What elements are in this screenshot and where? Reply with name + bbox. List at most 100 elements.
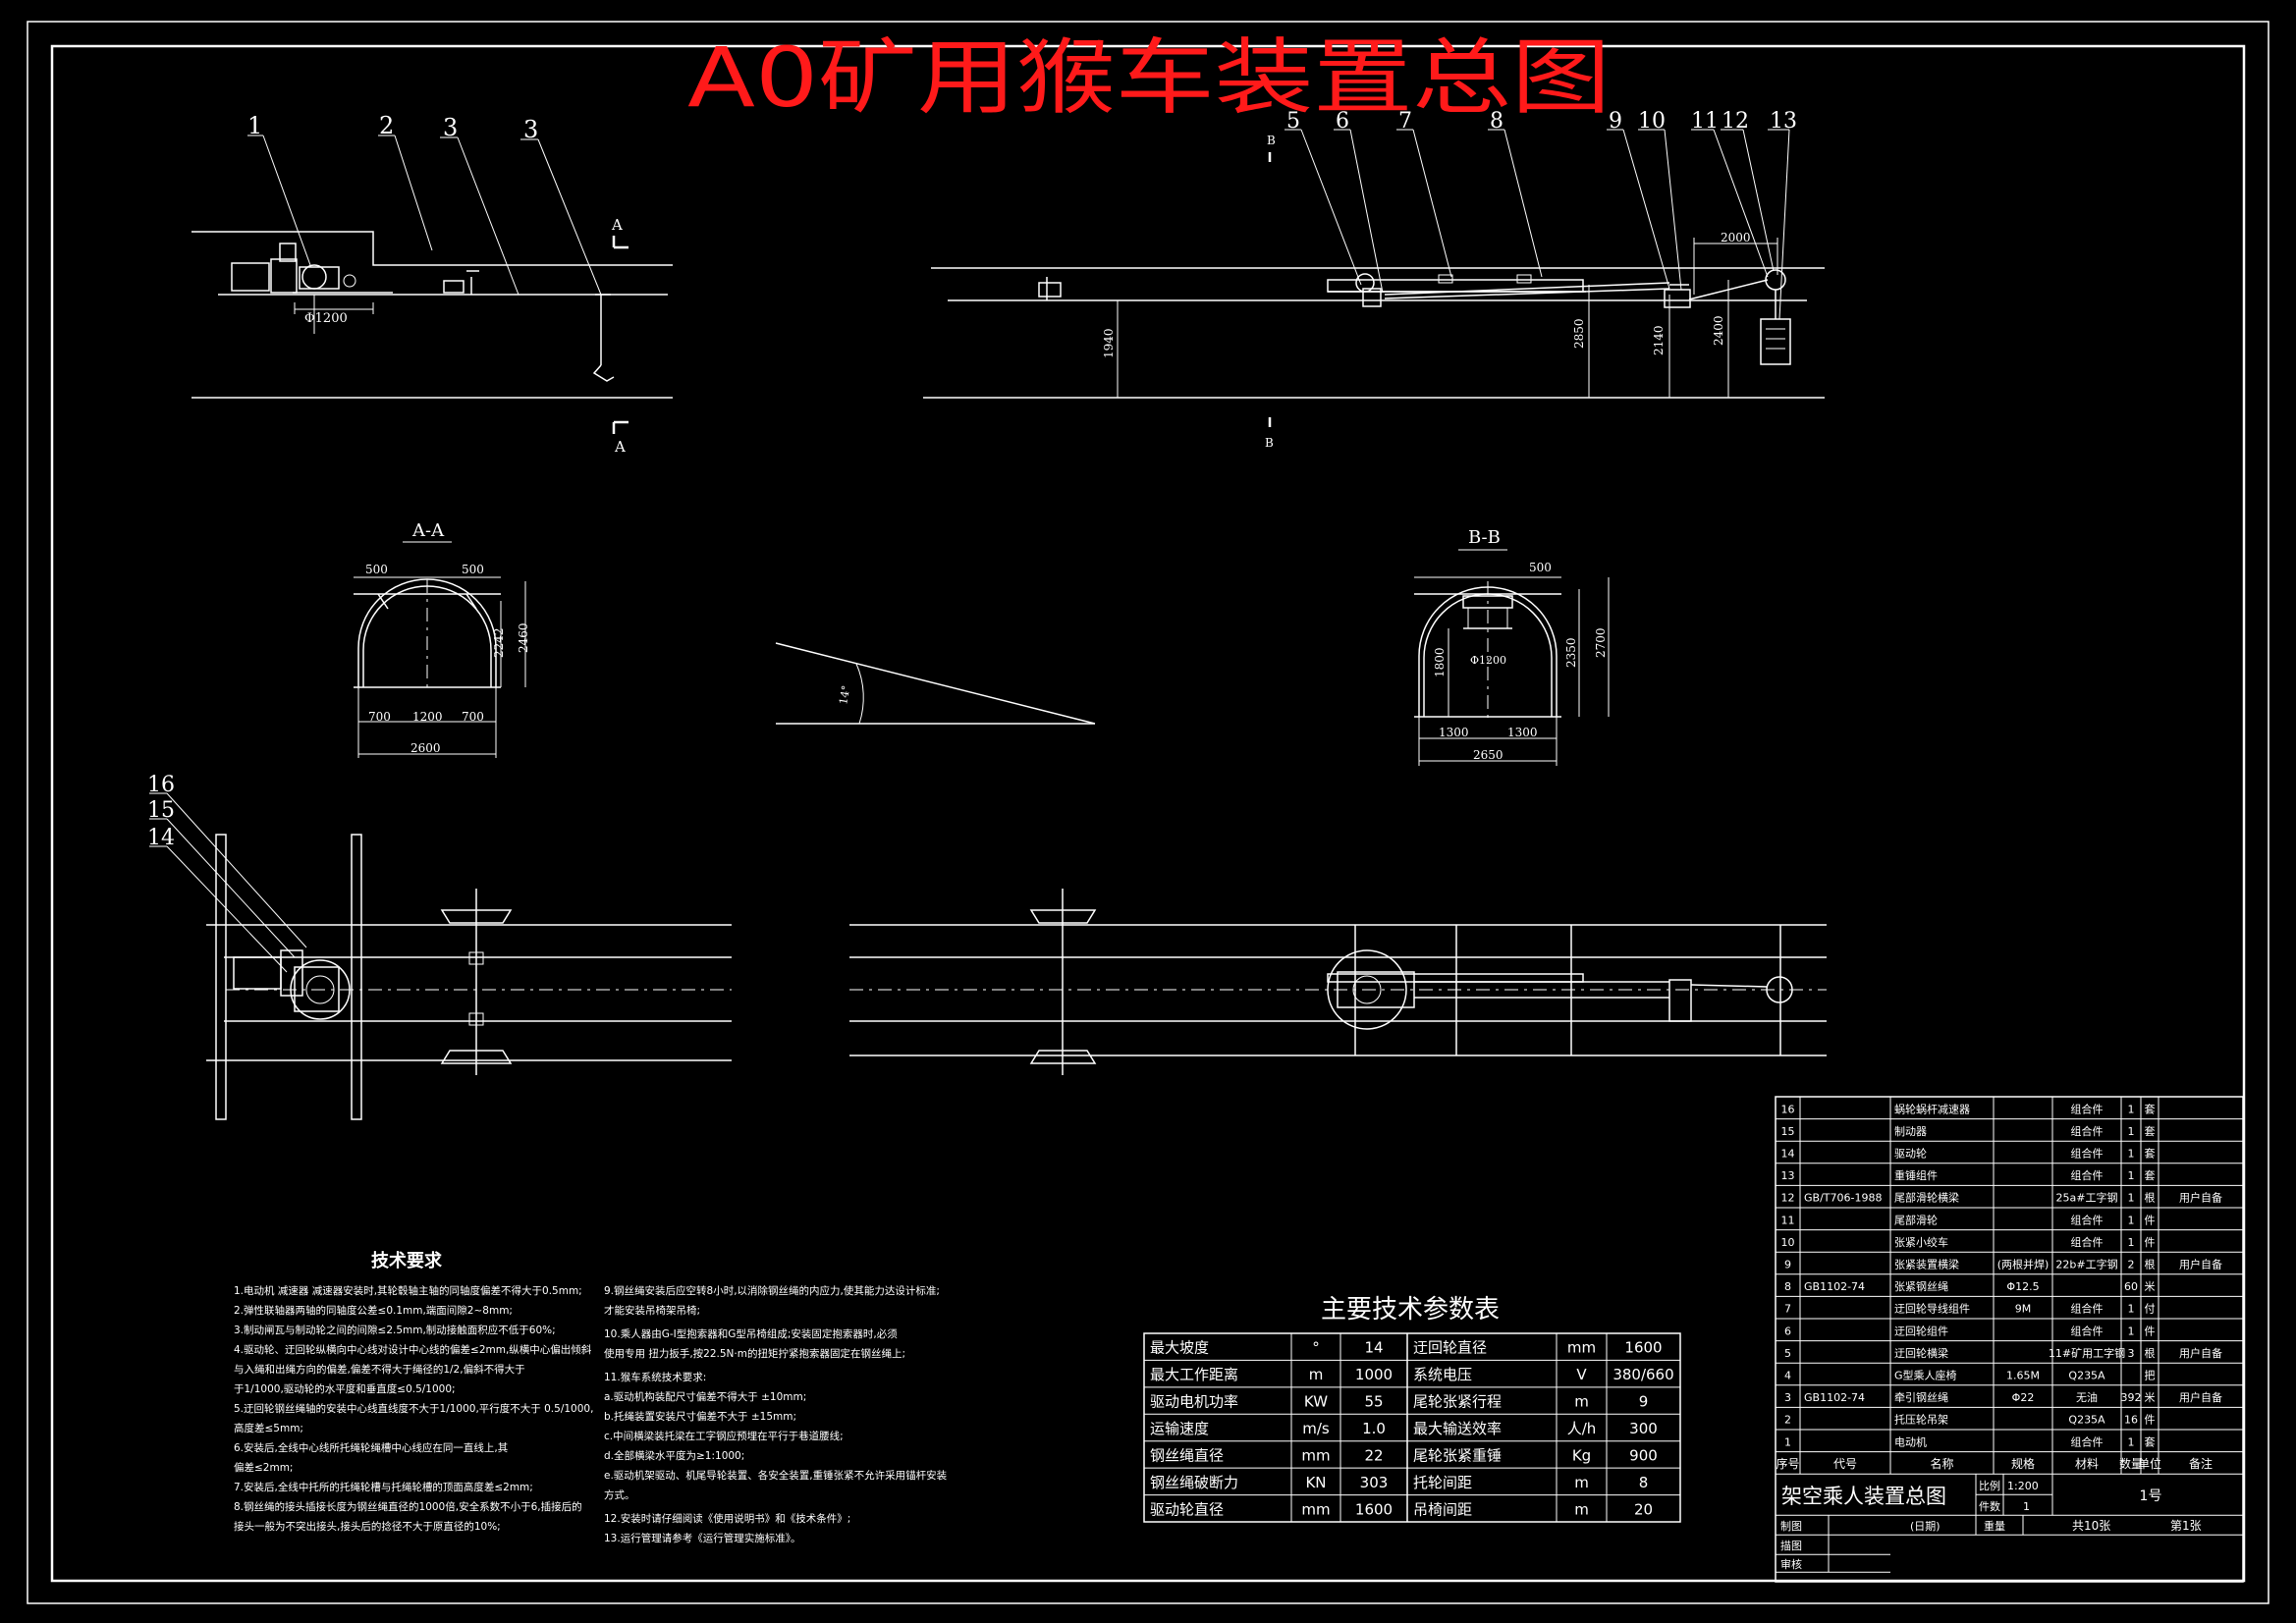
svg-text:主要技术参数表: 主要技术参数表 bbox=[1321, 1295, 1500, 1325]
param-cell: m bbox=[1309, 1366, 1324, 1383]
svg-text:1940: 1940 bbox=[1102, 328, 1116, 358]
param-cell: 钢丝绳破断力 bbox=[1150, 1474, 1238, 1491]
svg-text:500: 500 bbox=[1529, 561, 1552, 574]
svg-text:1200: 1200 bbox=[412, 710, 443, 724]
outer-frame bbox=[27, 21, 2269, 1604]
svg-text:A: A bbox=[611, 216, 623, 234]
svg-text:a.驱动机构装配尺寸偏差不得大于 ±10mm;: a.驱动机构装配尺寸偏差不得大于 ±10mm; bbox=[604, 1390, 806, 1403]
parts-cell: 3 bbox=[1784, 1391, 1791, 1404]
param-cell: 1600 bbox=[1355, 1500, 1393, 1518]
svg-text:7.安装后,全线中托所的托绳轮槽与托绳轮槽的顶面高度差≤2m: 7.安装后,全线中托所的托绳轮槽与托绳轮槽的顶面高度差≤2mm; bbox=[234, 1481, 533, 1493]
svg-text:2350: 2350 bbox=[1564, 637, 1578, 668]
svg-text:4.驱动轮、迂回轮纵横向中心线对设计中心线的偏差≤2mm,纵: 4.驱动轮、迂回轮纵横向中心线对设计中心线的偏差≤2mm,纵横中心偏出倾斜 bbox=[234, 1343, 592, 1356]
parts-cell: 托压轮吊架 bbox=[1894, 1413, 1948, 1427]
parts-cell: 16 bbox=[2124, 1414, 2138, 1427]
svg-text:与入绳和出绳方向的偏差,偏差不得大于绳径的1/2,偏斜不得大: 与入绳和出绳方向的偏差,偏差不得大于绳径的1/2,偏斜不得大于 bbox=[234, 1363, 525, 1376]
parts-cell: 6 bbox=[1784, 1325, 1791, 1337]
svg-text:2000: 2000 bbox=[1721, 231, 1751, 244]
param-cell: KN bbox=[1305, 1474, 1326, 1491]
param-cell: 人/h bbox=[1567, 1420, 1597, 1437]
param-cell: 1000 bbox=[1355, 1366, 1393, 1383]
param-cell: 14 bbox=[1364, 1339, 1383, 1357]
part-leaders-plan: 16 15 14 bbox=[147, 773, 307, 973]
svg-text:e.驱动机架驱动、机尾导轮装置、各安全装置,重锤张紧不允许采: e.驱动机架驱动、机尾导轮装置、各安全装置,重锤张紧不允许采用锚杆安装 bbox=[604, 1469, 948, 1482]
svg-text:500: 500 bbox=[462, 563, 484, 576]
parts-cell: 1 bbox=[2128, 1125, 2135, 1138]
svg-text:2700: 2700 bbox=[1594, 627, 1608, 658]
svg-text:14: 14 bbox=[147, 826, 175, 850]
parts-cell: 2 bbox=[2128, 1258, 2135, 1271]
svg-text:8.钢丝绳的接头插接长度为钢丝绳直径的1000倍,安全系数不: 8.钢丝绳的接头插接长度为钢丝绳直径的1000倍,安全系数不小于6,插接后的 bbox=[234, 1500, 582, 1513]
parts-cell: 迂回轮组件 bbox=[1894, 1324, 1948, 1337]
svg-text:3: 3 bbox=[523, 116, 538, 143]
parts-cell: 1 bbox=[2128, 1103, 2135, 1115]
param-cell: 20 bbox=[1634, 1500, 1653, 1518]
parts-cell: 用户自备 bbox=[2179, 1390, 2222, 1404]
parts-cell: 组合件 bbox=[2071, 1434, 2104, 1448]
section-aa: A-A 500 500 2242 2460 700 1200 700 2600 bbox=[354, 520, 530, 758]
svg-text:2460: 2460 bbox=[517, 622, 530, 653]
svg-text:c.中间横梁装托梁在工字钢应预埋在平行于巷道腰线;: c.中间横梁装托梁在工字钢应预埋在平行于巷道腰线; bbox=[604, 1430, 844, 1442]
svg-text:B: B bbox=[1267, 134, 1276, 147]
svg-text:B-B: B-B bbox=[1468, 527, 1501, 548]
svg-text:2650: 2650 bbox=[1473, 748, 1503, 762]
parts-cell: 迂回轮导线组件 bbox=[1894, 1302, 1970, 1316]
parts-cell: 尾部滑轮 bbox=[1894, 1213, 1938, 1226]
svg-text:11: 11 bbox=[1691, 109, 1719, 134]
parts-cell: 组合件 bbox=[2071, 1213, 2104, 1226]
param-cell: 900 bbox=[1629, 1446, 1658, 1464]
parts-cell: 牵引钢丝绳 bbox=[1894, 1390, 1948, 1404]
parts-cell: 22b#工字钢 bbox=[2055, 1257, 2117, 1271]
svg-text:才能安装吊椅架吊椅;: 才能安装吊椅架吊椅; bbox=[604, 1304, 700, 1317]
parts-cell: 件 bbox=[2145, 1414, 2156, 1427]
parts-cell: 无油 bbox=[2076, 1390, 2098, 1404]
parts-cell: 2 bbox=[1784, 1414, 1791, 1427]
parts-cell: 组合件 bbox=[2071, 1235, 2104, 1249]
parts-cell: 1.65M bbox=[2006, 1369, 2040, 1381]
param-cell: 380/660 bbox=[1613, 1366, 1673, 1383]
parts-cell: 电动机 bbox=[1894, 1434, 1927, 1448]
drawing-number: 1号 bbox=[2140, 1488, 2162, 1504]
parts-cell: 组合件 bbox=[2071, 1302, 2104, 1316]
param-cell: m bbox=[1574, 1393, 1589, 1411]
svg-text:A: A bbox=[614, 438, 626, 456]
parts-cell: G型乘人座椅 bbox=[1894, 1368, 1957, 1381]
parts-cell: (两根并焊) bbox=[1997, 1257, 2050, 1271]
parts-cell: 根 bbox=[2145, 1257, 2156, 1271]
svg-text:500: 500 bbox=[365, 563, 388, 576]
svg-text:9.钢丝绳安装后应空转8小时,以消除钢丝绳的内应力,使其能力: 9.钢丝绳安装后应空转8小时,以消除钢丝绳的内应力,使其能力达设计标准; bbox=[604, 1284, 940, 1297]
svg-text:使用专用 扭力扳手,按22.5N·m的扭矩拧紧抱索器固定在钢: 使用专用 扭力扳手,按22.5N·m的扭矩拧紧抱索器固定在钢丝绳上; bbox=[604, 1347, 905, 1360]
param-cell: 系统电压 bbox=[1413, 1366, 1472, 1383]
svg-text:偏差≤2mm;: 偏差≤2mm; bbox=[234, 1461, 293, 1474]
parts-cell: 11 bbox=[1781, 1214, 1795, 1226]
svg-text:13: 13 bbox=[1770, 109, 1797, 134]
parts-cell: 25a#工字钢 bbox=[2056, 1191, 2118, 1205]
parts-cell: 用户自备 bbox=[2179, 1191, 2222, 1205]
param-cell: 300 bbox=[1629, 1420, 1658, 1437]
parts-cell: 用户自备 bbox=[2179, 1346, 2222, 1360]
svg-text:技术要求: 技术要求 bbox=[371, 1250, 443, 1271]
svg-text:10: 10 bbox=[1638, 109, 1666, 134]
svg-text:5.迂回轮钢丝绳轴的安装中心线直线度不大于1/1000,平行: 5.迂回轮钢丝绳轴的安装中心线直线度不大于1/1000,平行度不大于 0.5/1… bbox=[234, 1402, 593, 1415]
parts-cell: 10 bbox=[1781, 1236, 1795, 1249]
svg-text:1800: 1800 bbox=[1433, 647, 1447, 677]
tech-requirements: 技术要求 1.电动机 减速器 减速器安装时,其轮毂轴主轴的同轴度偏差不得大于0.… bbox=[234, 1250, 948, 1544]
parts-cell: GB1102-74 bbox=[1804, 1280, 1865, 1293]
title-block-name: 架空乘人装置总图 bbox=[1781, 1485, 1946, 1508]
tail-end-elevation: 2000 1940 2850 2140 2400 bbox=[923, 231, 1825, 399]
parts-cell: 套 bbox=[2145, 1147, 2156, 1160]
parts-header: 备注 bbox=[2189, 1456, 2213, 1471]
parts-cell: 件 bbox=[2145, 1236, 2156, 1249]
parts-header: 材料 bbox=[2075, 1457, 2099, 1471]
parts-cell: 组合件 bbox=[2071, 1168, 2104, 1182]
parts-cell: 1 bbox=[1784, 1435, 1791, 1448]
parts-cell: 套 bbox=[2145, 1169, 2156, 1182]
svg-text:A-A: A-A bbox=[411, 520, 445, 541]
inner-frame bbox=[50, 44, 2246, 1583]
weight-label: 重量 bbox=[1984, 1519, 2005, 1533]
sheets-total: 共10张 bbox=[2072, 1519, 2110, 1533]
parts-cell: 尾部滑轮横梁 bbox=[1894, 1191, 1959, 1205]
param-cell: mm bbox=[1301, 1500, 1330, 1518]
svg-text:1: 1 bbox=[247, 112, 262, 139]
